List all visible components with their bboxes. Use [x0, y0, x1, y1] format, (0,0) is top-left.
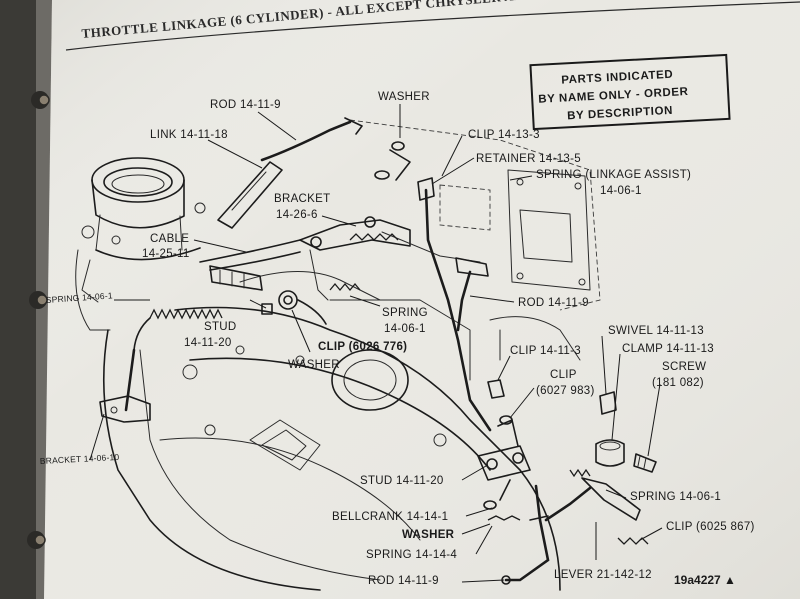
- label-spring-right: SPRING 14-06-1: [630, 491, 721, 503]
- label-screw-2: (181 082): [652, 377, 704, 389]
- label-spring-14-14-4: SPRING 14-14-4: [366, 549, 457, 561]
- label-retainer: RETAINER 14-13-5: [476, 153, 581, 165]
- label-screw-1: SCREW: [662, 361, 706, 373]
- rod-top-end: [344, 117, 363, 135]
- label-rod-mid: ROD 14-11-9: [518, 297, 589, 309]
- label-washer-bottom: WASHER: [402, 529, 455, 541]
- label-cable-1: CABLE: [150, 233, 189, 245]
- label-clip-6027983-1: CLIP: [550, 369, 577, 381]
- label-clip-6025867: CLIP (6025 867): [666, 521, 755, 533]
- label-cable-2: 14-25-11: [142, 248, 190, 260]
- stud-left-part: [209, 265, 273, 315]
- note-line-3: BY DESCRIPTION: [567, 105, 673, 123]
- label-swivel: SWIVEL 14-11-13: [608, 325, 704, 337]
- label-bracket-2: 14-26-6: [276, 209, 318, 221]
- spring-assist: [349, 233, 399, 241]
- label-clamp: CLAMP 14-11-13: [622, 343, 714, 355]
- spring-left-part: [133, 308, 223, 351]
- label-spring-assist-1: SPRING (LINKAGE ASSIST): [536, 169, 691, 181]
- label-washer-top: WASHER: [378, 91, 430, 103]
- callout-labels: ROD 14-11-9 WASHER LINK 14-11-18 CLIP 14…: [40, 91, 755, 587]
- note-line-1: PARTS INDICATED: [561, 69, 674, 87]
- label-bellcrank: BELLCRANK 14-14-1: [332, 511, 448, 523]
- label-spring-mid-2: 14-06-1: [384, 323, 426, 335]
- link-part: [217, 161, 283, 229]
- label-spring-left: SPRING 14-06-1: [45, 290, 113, 305]
- label-spring-mid-1: SPRING: [382, 307, 428, 319]
- figure-reference: 19a4227 ▲: [674, 573, 736, 587]
- firewall-panel: [349, 119, 601, 361]
- engine-drawing: [75, 117, 657, 591]
- retainer-rod: [417, 177, 492, 432]
- swivel-clamp-assembly: [544, 391, 657, 545]
- rod-left-lower: [124, 348, 136, 412]
- label-clip-6026776: CLIP (6026 776): [318, 341, 407, 353]
- rod-mid: [456, 270, 472, 332]
- carburetor-horn: [75, 157, 206, 331]
- washer-top-part: [374, 141, 411, 181]
- label-rod-bottom: ROD 14-11-9: [368, 575, 439, 587]
- label-stud-left-1: STUD: [204, 321, 237, 333]
- label-clip-6027983-2: (6027 983): [536, 385, 595, 397]
- leader-lines: [89, 104, 663, 583]
- label-lever: LEVER 21-142-12: [554, 569, 652, 581]
- label-stud-left-2: 14-11-20: [184, 337, 232, 349]
- label-stud-bottom: STUD 14-11-20: [360, 475, 444, 487]
- label-washer-mid: WASHER: [288, 359, 340, 371]
- bracket-bottom-part: [99, 395, 151, 423]
- header-rule: [65, 1, 800, 51]
- label-bracket-1: BRACKET: [274, 193, 330, 205]
- label-bracket-bottom: BRACKET 14-06-10: [40, 452, 120, 466]
- label-clip-14-13-3: CLIP 14-13-3: [468, 129, 540, 141]
- label-link: LINK 14-11-18: [150, 129, 228, 141]
- label-clip-14-11-3: CLIP 14-11-3: [510, 345, 581, 357]
- label-spring-assist-2: 14-06-1: [600, 185, 642, 197]
- clip-washer-mid-part: [278, 282, 361, 325]
- label-rod-top: ROD 14-11-9: [210, 99, 281, 111]
- rod-top: [260, 120, 352, 162]
